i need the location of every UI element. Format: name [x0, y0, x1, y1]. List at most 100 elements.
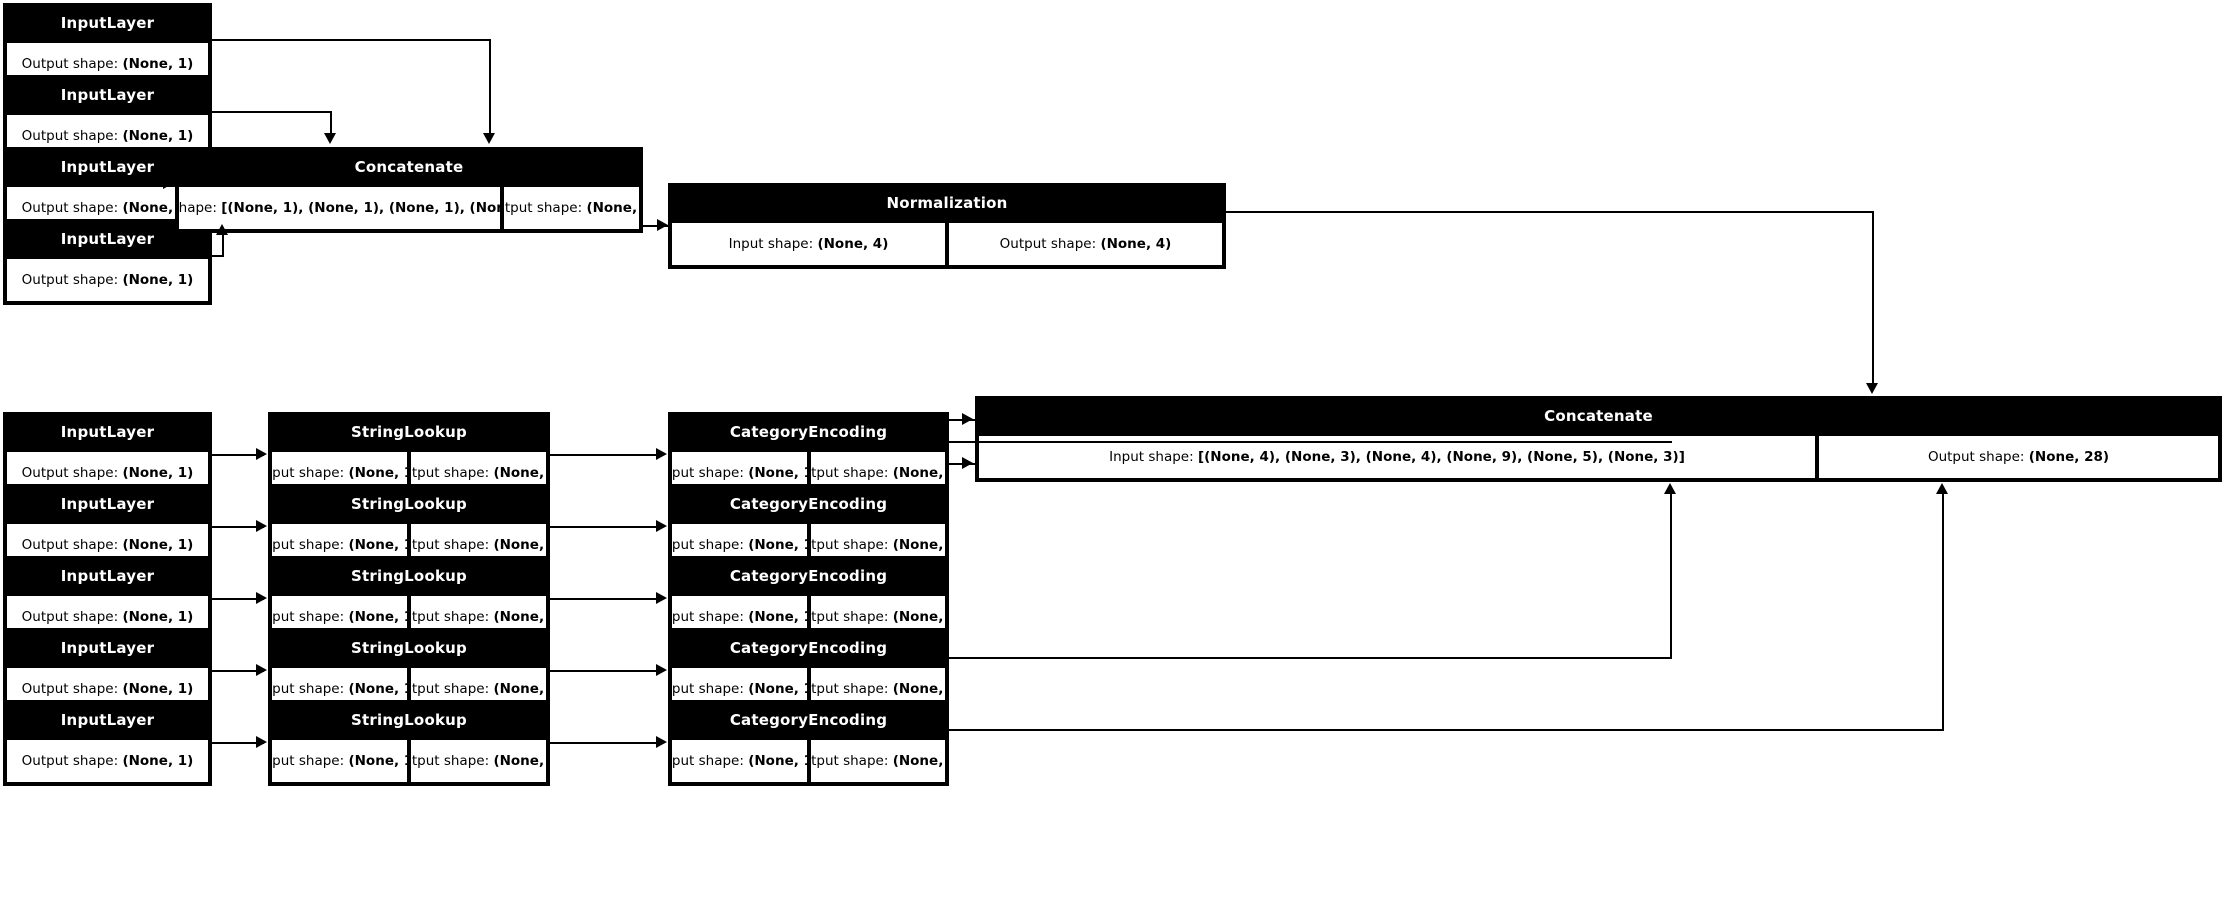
output-shape-label: Output shape:	[810, 753, 889, 769]
output-shape-label: Output shape:	[810, 465, 889, 481]
input-shape-label: Input shape:	[272, 537, 345, 553]
node-title: StringLookup	[270, 486, 548, 522]
output-shape-value: (None, 4)	[892, 537, 945, 553]
input-shape-label: Input shape:	[272, 465, 345, 481]
output-shape-cell: Output shape: (None, 1)	[409, 738, 548, 784]
node-concatenate-numeric[interactable]: Concatenate Input shape: [(None, 1), (No…	[175, 147, 643, 233]
node-title: CategoryEncoding	[670, 702, 947, 738]
node-inputlayer-9[interactable]: InputLayer Output shape: (None, 1)	[3, 700, 212, 786]
output-shape-label: Output shape:	[810, 609, 889, 625]
output-shape-label: Output shape:	[21, 609, 119, 625]
input-shape-value: (None, 1)	[748, 537, 806, 553]
output-shape-value: (None, 5)	[892, 681, 945, 697]
edge-input2-arrowhead	[324, 133, 336, 144]
edge-ce5-to-concatall-h	[949, 729, 1944, 731]
edge-ce4-arrowhead	[1664, 483, 1676, 494]
output-shape-label: Output shape:	[21, 56, 119, 72]
edge-normalization-to-concatall-arrowhead	[1866, 383, 1878, 394]
edge-input4-to-concat-h	[212, 255, 224, 257]
output-shape-label: Output shape:	[411, 753, 490, 769]
node-title: StringLookup	[270, 630, 548, 666]
edge-stringlookup5-to-categoryencoding	[550, 742, 662, 744]
node-categoryencoding-5[interactable]: CategoryEncoding Input shape: (None, 1) …	[668, 700, 949, 786]
input-shape-label: Input shape:	[178, 200, 217, 216]
input-shape-value: [(None, 1), (None, 1), (None, 1), (None,…	[221, 200, 500, 216]
input-shape-cell: Input shape: (None, 1)	[670, 738, 809, 784]
input-shape-label: Input shape:	[671, 537, 744, 553]
output-shape-cell: Output shape: (None, 28)	[1817, 434, 2220, 480]
node-concatenate-all[interactable]: Concatenate Input shape: [(None, 4), (No…	[975, 396, 2222, 482]
output-shape-label: Output shape:	[810, 537, 889, 553]
edge-input4-to-concat-v	[222, 233, 224, 257]
input-shape-cell: Input shape: [(None, 1), (None, 1), (Non…	[177, 185, 502, 231]
output-shape-label: Output shape:	[21, 272, 119, 288]
input-shape-label: Input shape:	[272, 609, 345, 625]
node-title: Concatenate	[977, 398, 2220, 434]
edge-input3-to-concat-h	[212, 183, 264, 185]
output-shape-label: Output shape:	[411, 609, 490, 625]
output-shape-value: (None, 1)	[493, 681, 546, 697]
output-shape-value: (None, 1)	[122, 272, 194, 288]
output-shape-value: (None, 3)	[892, 753, 945, 769]
node-title: InputLayer	[5, 558, 210, 594]
edge-input9-arrowhead	[256, 736, 267, 748]
node-categoryencoding-4[interactable]: CategoryEncoding Input shape: (None, 1) …	[668, 628, 949, 714]
output-shape-value: (None, 1)	[122, 128, 194, 144]
node-stringlookup-5[interactable]: StringLookup Input shape: (None, 1) Outp…	[268, 700, 550, 786]
node-categoryencoding-1[interactable]: CategoryEncoding Input shape: (None, 1) …	[668, 412, 949, 498]
output-shape-value: (None, 1)	[493, 753, 546, 769]
node-shape-row: Output shape: (None, 1)	[5, 257, 210, 303]
input-shape-label: Input shape:	[671, 609, 744, 625]
edge-input1-arrowhead	[483, 133, 495, 144]
edge-concat-to-normalization	[643, 225, 670, 227]
input-shape-label: Input shape:	[272, 753, 345, 769]
edge-stringlookup3-to-categoryencoding	[550, 598, 662, 600]
output-shape-label: Output shape:	[21, 200, 119, 216]
edge-stringlookup4-to-categoryencoding	[550, 670, 662, 672]
edge-input6-to-stringlookup	[212, 526, 264, 528]
output-shape-value: (None, 3)	[892, 465, 945, 481]
node-inputlayer-7[interactable]: InputLayer Output shape: (None, 1)	[3, 556, 212, 642]
edge-input6-arrowhead	[256, 520, 267, 532]
output-shape-label: Output shape:	[411, 537, 490, 553]
node-shape-row: Input shape: (None, 4) Output shape: (No…	[670, 221, 1224, 267]
input-shape-value: (None, 1)	[748, 753, 806, 769]
node-title: StringLookup	[270, 558, 548, 594]
node-shape-row: Output shape: (None, 1)	[5, 738, 210, 784]
input-shape-value: (None, 1)	[348, 753, 407, 769]
output-shape-label: Output shape:	[21, 537, 119, 553]
output-shape-label: Output shape:	[21, 753, 119, 769]
node-title: CategoryEncoding	[670, 630, 947, 666]
input-shape-label: Input shape:	[671, 465, 744, 481]
input-shape-label: Input shape:	[671, 681, 744, 697]
input-shape-label: Input shape:	[272, 681, 345, 697]
edge-input9-to-stringlookup	[212, 742, 264, 744]
edge-ce3-arrowhead	[962, 457, 973, 469]
edge-input5-arrowhead	[256, 448, 267, 460]
node-title: StringLookup	[270, 702, 548, 738]
node-normalization[interactable]: Normalization Input shape: (None, 4) Out…	[668, 183, 1226, 269]
edge-ce4-to-concatall-h	[949, 657, 1672, 659]
edge-ce4-to-concatall-v	[1670, 492, 1672, 659]
output-shape-value: (None, 1)	[122, 537, 194, 553]
output-shape-value: (None, 1)	[122, 681, 194, 697]
node-inputlayer-6[interactable]: InputLayer Output shape: (None, 1)	[3, 484, 212, 570]
node-title: CategoryEncoding	[670, 558, 947, 594]
edge-normalization-to-concatall-v	[1872, 211, 1874, 385]
edge-input8-to-stringlookup	[212, 670, 264, 672]
input-shape-value: (None, 1)	[348, 681, 407, 697]
node-title: InputLayer	[5, 414, 210, 450]
output-shape-label: Output shape:	[411, 681, 490, 697]
output-shape-label: Output shape:	[504, 200, 583, 216]
output-shape-cell: Output shape: (None, 4)	[502, 185, 641, 231]
node-inputlayer-4[interactable]: InputLayer Output shape: (None, 1)	[3, 219, 212, 305]
output-shape-value: (None, 28)	[2028, 449, 2110, 465]
input-shape-value: (None, 1)	[348, 537, 407, 553]
edge-input7-arrowhead	[256, 592, 267, 604]
output-shape-value: (None, 4)	[1100, 236, 1172, 252]
output-shape-value: (None, 9)	[892, 609, 945, 625]
input-shape-value: (None, 1)	[348, 609, 407, 625]
input-shape-value: (None, 1)	[748, 681, 806, 697]
node-shape-row: Input shape: [(None, 1), (None, 1), (Non…	[177, 185, 641, 231]
node-title: Concatenate	[177, 149, 641, 185]
